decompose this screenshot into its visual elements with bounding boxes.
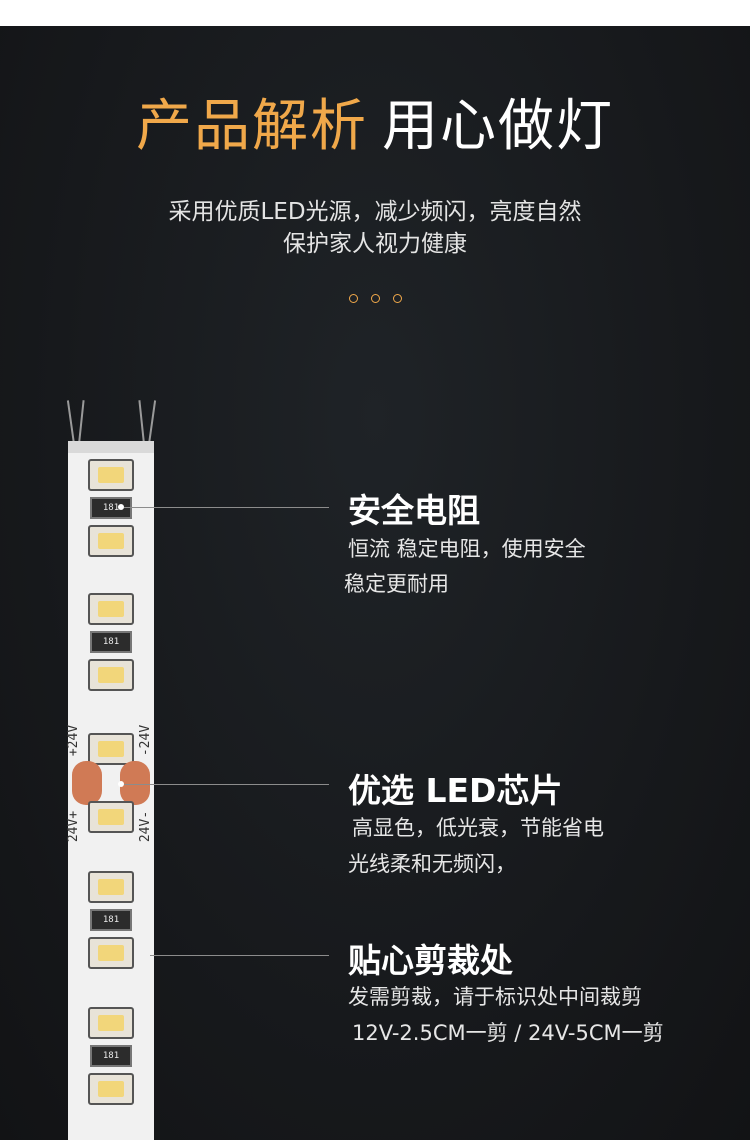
resistor: 181	[90, 631, 132, 653]
wire-icon	[78, 400, 85, 445]
voltage-label: 24V+	[66, 810, 82, 843]
resistor: 181	[90, 1045, 132, 1067]
led-chip	[88, 937, 134, 969]
solder-pad	[72, 761, 102, 805]
wire-icon	[148, 400, 157, 445]
solder-pad	[120, 761, 150, 805]
feature-desc: 高显色，低光衰，节能省电	[352, 816, 604, 840]
feature-title: 贴心剪裁处	[348, 941, 513, 980]
led-strip: 181 181 +24V -24V 24V+ 24V- 181 181	[66, 441, 154, 1140]
led-chip	[88, 1073, 134, 1105]
dot-icon	[392, 294, 402, 303]
led-chip	[88, 1007, 134, 1039]
wire-icon	[138, 400, 145, 445]
callout-dot	[118, 781, 124, 787]
feature-title: 优选 LED芯片	[348, 771, 563, 810]
led-chip	[88, 593, 134, 625]
led-chip	[88, 459, 134, 491]
subtitle-line2: 保护家人视力健康	[283, 231, 467, 257]
dot-icon	[370, 294, 380, 303]
led-chip	[88, 871, 134, 903]
callout-dot	[118, 504, 124, 510]
callout-line	[150, 955, 329, 956]
headline-orange: 产品解析	[136, 94, 368, 159]
voltage-label: +24V	[66, 724, 82, 757]
headline-white: 用心做灯	[382, 94, 614, 159]
feature-desc: 12V-2.5CM一剪 / 24V-5CM一剪	[352, 1021, 664, 1045]
decorative-dots	[0, 294, 750, 303]
dot-icon	[348, 294, 358, 303]
callout-line	[124, 507, 329, 508]
led-chip	[88, 659, 134, 691]
led-chip	[88, 733, 134, 765]
headline: 产品解析用心做灯	[0, 96, 750, 158]
resistor: 181	[90, 497, 132, 519]
callout-line	[124, 784, 329, 785]
strip-end	[68, 441, 154, 453]
subtitle-line1: 采用优质LED光源，减少频闪，亮度自然	[168, 199, 582, 225]
led-chip	[88, 801, 134, 833]
resistor: 181	[90, 909, 132, 931]
product-panel: 产品解析用心做灯 采用优质LED光源，减少频闪，亮度自然 保护家人视力健康 18…	[0, 26, 750, 1140]
feature-title: 安全电阻	[348, 491, 480, 530]
feature-desc: 光线柔和无频闪，	[348, 852, 516, 876]
feature-desc: 发需剪裁，请于标识处中间裁剪	[348, 985, 642, 1009]
led-chip	[88, 525, 134, 557]
feature-desc: 恒流 稳定电阻，使用安全	[348, 537, 586, 561]
feature-desc: 稳定更耐用	[344, 572, 449, 596]
voltage-label: 24V-	[138, 810, 154, 843]
wire-icon	[66, 400, 75, 445]
voltage-label: -24V	[138, 724, 154, 757]
